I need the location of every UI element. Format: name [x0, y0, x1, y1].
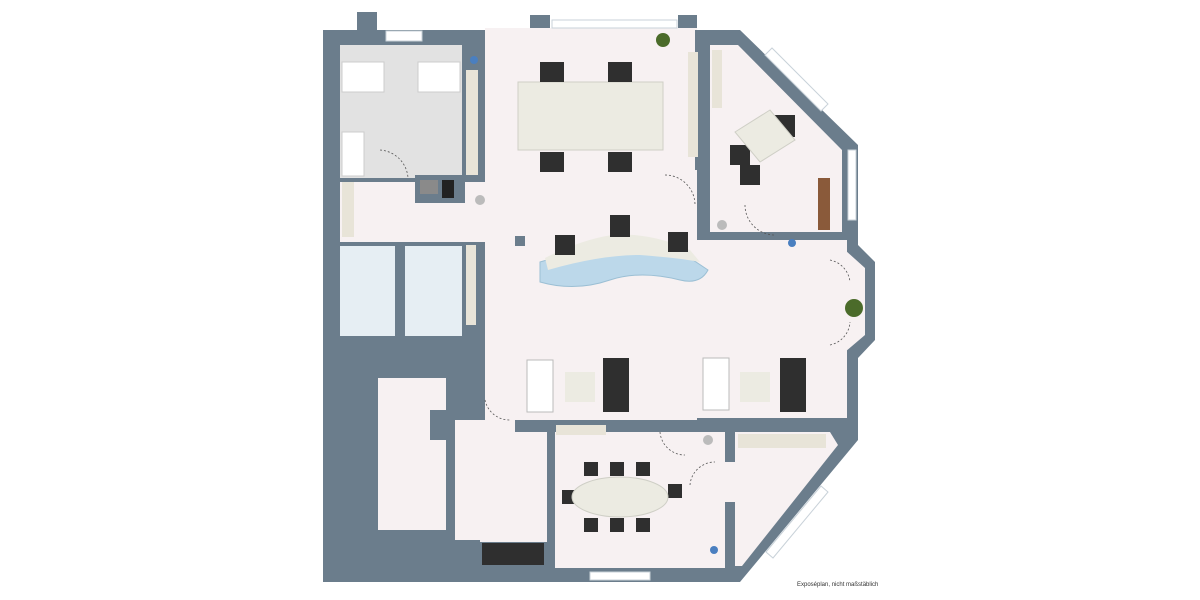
fixtures [470, 56, 796, 554]
doors [379, 149, 851, 486]
desk [734, 109, 796, 163]
kitchen-furniture [341, 61, 478, 325]
sofa [603, 358, 629, 412]
plant-icon [656, 33, 670, 47]
workstations [517, 50, 830, 230]
chair [610, 215, 630, 237]
plan-disclaimer: Exposéplan, nicht maßstäblich [797, 582, 879, 588]
window [765, 485, 829, 559]
plant-icon [845, 299, 863, 317]
wc-right-floor [405, 246, 462, 336]
plant-icon [475, 195, 485, 205]
windows [385, 19, 857, 581]
storage-room-floor [378, 378, 446, 530]
chair [540, 152, 564, 172]
window [385, 30, 423, 42]
lounges [526, 357, 806, 413]
chair [668, 232, 688, 252]
window [847, 149, 857, 221]
desk [517, 81, 664, 151]
corner-room-floor [735, 432, 838, 566]
sofa [780, 358, 806, 412]
plant-icon [703, 435, 713, 445]
plant-icon [717, 220, 727, 230]
plants [475, 33, 863, 445]
coffee-table [740, 372, 770, 402]
sofa [702, 357, 730, 411]
chair [608, 62, 632, 82]
hallway-lower-floor [480, 490, 547, 542]
coffee-table [565, 372, 595, 402]
chair [730, 145, 750, 165]
sofa [526, 359, 554, 413]
conference-table [571, 476, 669, 518]
window [551, 19, 678, 29]
chair [540, 62, 564, 82]
window [764, 47, 829, 112]
conference-table-set [482, 425, 826, 565]
reception-desk [515, 215, 709, 288]
chair [740, 165, 760, 185]
wc-left-floor [340, 246, 395, 336]
interior-walls [340, 30, 825, 572]
chair [555, 235, 575, 255]
window [589, 571, 651, 581]
chair [608, 152, 632, 172]
